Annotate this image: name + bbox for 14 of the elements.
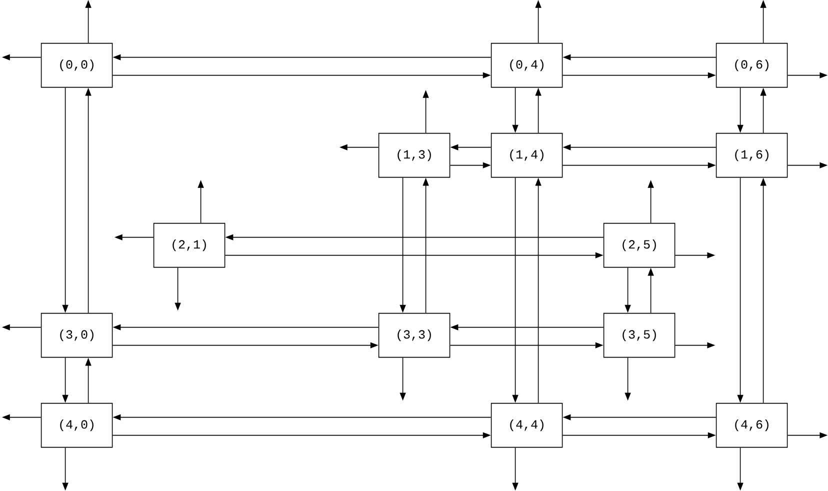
node-box: (0,0) [40,42,113,88]
node-box: (3,0) [40,312,113,358]
node-box: (4,6) [716,402,788,448]
node-box: (4,0) [40,402,113,448]
node-box: (0,4) [490,42,563,88]
node-box: (1,3) [378,132,450,178]
node-box: (1,6) [716,132,788,178]
node-box: (2,5) [603,222,676,268]
node-box: (1,4) [490,132,563,178]
node-box: (2,1) [153,222,226,268]
node-box: (3,3) [378,312,450,358]
node-box: (0,6) [716,42,788,88]
node-box: (4,4) [490,402,563,448]
node-box: (3,5) [603,312,676,358]
